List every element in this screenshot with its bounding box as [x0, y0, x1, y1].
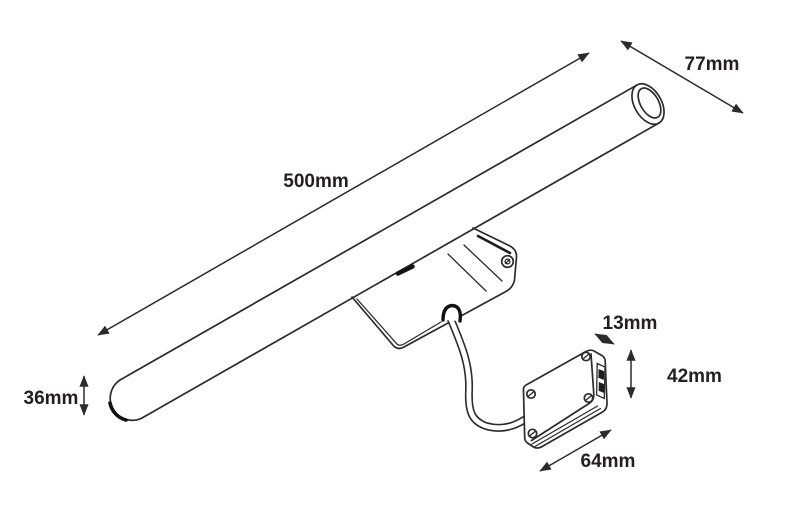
dim-line-driver-width — [594, 333, 615, 345]
tube-right-end-ring-outer — [631, 82, 665, 126]
driver-connector-port-2 — [598, 382, 605, 393]
power-cable — [441, 303, 528, 432]
bracket-outline — [351, 227, 518, 350]
dim-line-length — [97, 52, 590, 336]
driver-screw-top-left — [525, 388, 537, 400]
tube-top-edge — [119, 84, 638, 381]
driver-connector-panel — [595, 362, 606, 400]
driver-screw-top-right — [580, 351, 592, 362]
driver-connector-port-1 — [598, 369, 605, 380]
cable-exit-grommet — [441, 303, 463, 323]
dim-label-diameter: 36mm — [24, 388, 79, 409]
bracket-inner-edge — [356, 298, 442, 346]
tube-right-end-ring-inner — [637, 87, 662, 119]
driver-screw-bottom-left — [527, 428, 538, 439]
dim-label-driver-width: 13mm — [603, 313, 658, 334]
dim-label-depth: 77mm — [685, 54, 740, 75]
dim-label-driver-length: 64mm — [581, 451, 636, 472]
dim-label-length: 500mm — [283, 171, 349, 192]
bracket-screw — [500, 254, 515, 269]
tube-cap-shading — [108, 401, 128, 422]
dim-line-driver-length — [539, 429, 612, 472]
dim-line-depth — [620, 40, 744, 114]
cable-core — [447, 314, 527, 431]
mounting-bracket — [351, 227, 518, 350]
tube-printed-mark — [395, 264, 415, 276]
driver-screw-bottom-right — [583, 392, 594, 404]
driver-box — [522, 349, 608, 449]
dimension-annotations: 500mm 77mm 36mm 13mm 42mm 64mm — [24, 40, 744, 472]
dim-label-driver-height: 42mm — [667, 366, 722, 387]
cable-outline — [446, 313, 528, 432]
